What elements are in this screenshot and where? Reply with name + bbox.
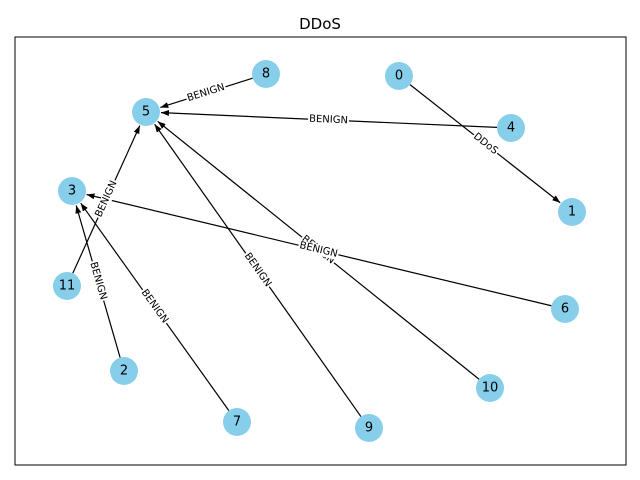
- node-label: 2: [120, 364, 128, 379]
- node-label: 0: [395, 69, 403, 84]
- node-label: 11: [59, 279, 76, 294]
- edge-label-text: BENIGN: [186, 82, 226, 104]
- node-7: 7: [223, 408, 251, 436]
- edge-label-text: BENIGN: [309, 114, 348, 127]
- node-8: 8: [252, 60, 280, 88]
- node-circle: [252, 60, 280, 88]
- edge-label-8-to-5: BENIGN: [184, 81, 228, 105]
- node-3: 3: [58, 177, 86, 205]
- node-10: 10: [476, 374, 504, 402]
- edge-label-11-to-5: BENIGN: [93, 178, 120, 220]
- node-label: 1: [568, 205, 576, 220]
- edge-label-text: DDoS: [471, 131, 500, 157]
- node-circle: [58, 177, 86, 205]
- node-9: 9: [355, 414, 383, 442]
- edge-label-0-to-1: DDoS: [470, 130, 501, 158]
- node-4: 4: [497, 114, 525, 142]
- node-circle: [132, 98, 160, 126]
- graph-title: DDoS: [299, 15, 341, 33]
- node-label: 6: [561, 302, 569, 317]
- edge-label-text: BENIGN: [87, 261, 108, 301]
- node-label: 5: [142, 105, 150, 120]
- edge-label-2-to-3: BENIGN: [87, 259, 109, 303]
- node-circle: [385, 62, 413, 90]
- edge-label-background: [184, 81, 228, 105]
- edge-label-background: [297, 239, 340, 261]
- edge-label-background: [241, 250, 274, 290]
- nodes-layer: 0 1 2 3 4 5 6 7 8 9 10 11: [53, 60, 586, 442]
- node-5: 5: [132, 98, 160, 126]
- edge-label-background: [87, 259, 109, 303]
- node-label: 3: [68, 184, 76, 199]
- edge-label-background: [138, 286, 171, 327]
- node-circle: [558, 198, 586, 226]
- node-0: 0: [385, 62, 413, 90]
- node-2: 2: [110, 357, 138, 385]
- node-label: 8: [262, 67, 270, 82]
- edge-label-background: [307, 113, 350, 127]
- node-circle: [223, 408, 251, 436]
- edge-label-text: BENIGN: [93, 179, 119, 219]
- edge-label-background: [470, 130, 501, 158]
- edge-label-text: BENIGN: [242, 251, 273, 289]
- node-11: 11: [53, 272, 81, 300]
- edge-label-background: [93, 178, 120, 220]
- node-circle: [476, 374, 504, 402]
- node-label: 4: [507, 121, 515, 136]
- node-1: 1: [558, 198, 586, 226]
- plot-frame: [14, 36, 627, 466]
- node-circle: [355, 414, 383, 442]
- edge-label-text: BENIGN: [139, 287, 171, 325]
- edge-label-9-to-5: BENIGN: [241, 250, 274, 290]
- node-label: 7: [233, 415, 241, 430]
- node-circle: [110, 357, 138, 385]
- node-circle: [53, 272, 81, 300]
- node-6: 6: [551, 295, 579, 323]
- edge-label-7-to-3: BENIGN: [138, 286, 171, 327]
- node-label: 9: [365, 421, 373, 436]
- edge-label-4-to-5: BENIGN: [307, 113, 350, 127]
- node-circle: [497, 114, 525, 142]
- node-circle: [551, 295, 579, 323]
- node-label: 10: [482, 381, 499, 396]
